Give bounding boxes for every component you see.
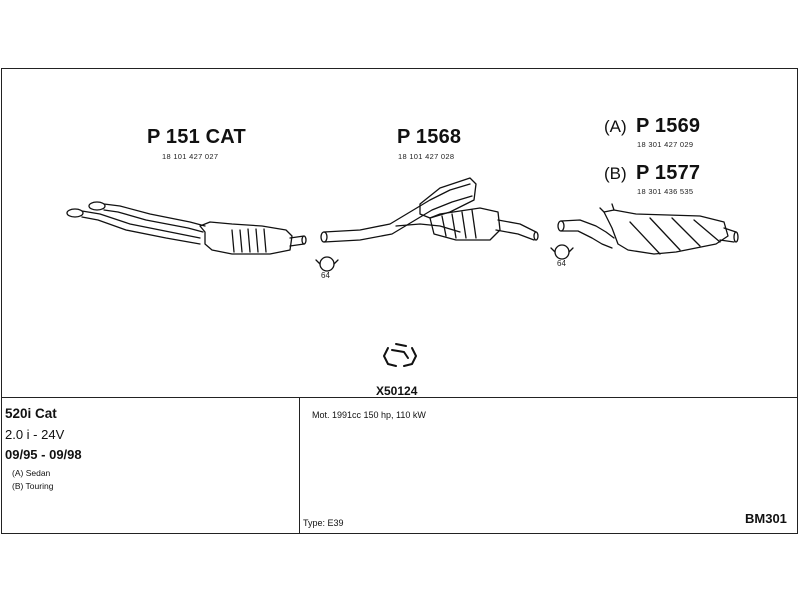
vehicle-engine: 2.0 i - 24V xyxy=(5,427,65,442)
oem-number-middle: 18 101 427 028 xyxy=(398,152,455,161)
oem-number-front: 18 101 427 027 xyxy=(162,152,219,161)
part-number-middle: P 1568 xyxy=(397,126,462,148)
vehicle-model: 520i Cat xyxy=(5,406,57,421)
type-label-text: Type: xyxy=(303,518,326,528)
motor-spec: Mot. 1991cc 150 hp, 110 kW xyxy=(312,410,426,420)
diagram-frame xyxy=(1,68,798,534)
part-number-rear-b: P 1577 xyxy=(636,162,701,184)
variant-label-b: (B) xyxy=(604,164,627,183)
oem-number-rear-a: 18 301 427 029 xyxy=(637,140,694,149)
vehicle-years: 09/95 - 09/98 xyxy=(5,447,82,462)
catalog-code: BM301 xyxy=(745,511,787,526)
clamp-left-label: 64 xyxy=(321,271,330,280)
rear-silencer-part xyxy=(557,203,739,255)
oem-number-rear-b: 18 301 436 535 xyxy=(637,187,694,196)
divider-vertical xyxy=(299,397,300,534)
front-pipe-catalyst-part xyxy=(66,201,307,255)
middle-pipe-part xyxy=(320,177,539,243)
clamp-left-part xyxy=(315,256,339,272)
part-number-rear-a: P 1569 xyxy=(636,115,701,137)
body-sedan: (A) Sedan xyxy=(12,468,51,478)
variant-label-a: (A) xyxy=(604,117,627,136)
body-touring: (B) Touring xyxy=(12,481,54,491)
part-number-front: P 151 CAT xyxy=(147,126,246,148)
kit-label: X50124 xyxy=(376,384,418,398)
clamp-right-part xyxy=(550,244,574,260)
type-label: Type: E39 xyxy=(303,518,344,528)
type-value: E39 xyxy=(327,518,344,528)
divider-horizontal xyxy=(1,397,798,398)
mounting-kit-part xyxy=(383,343,417,367)
clamp-right-label: 64 xyxy=(557,259,566,268)
